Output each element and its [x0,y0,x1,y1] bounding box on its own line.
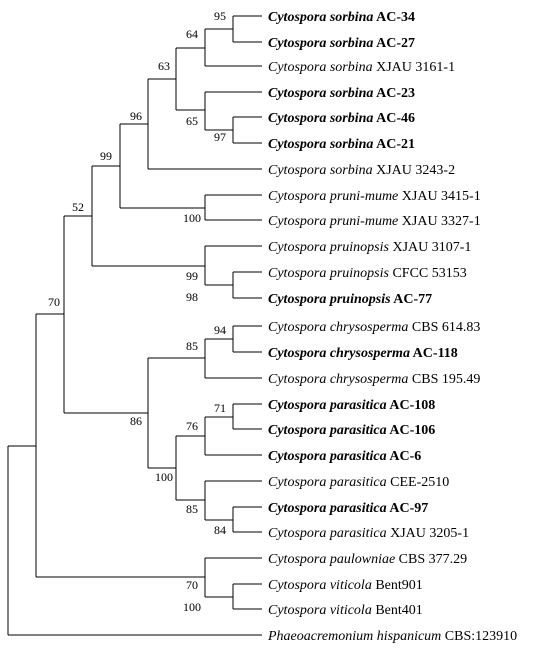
branch [63,215,148,414]
support-value: 71 [214,401,226,415]
support-value: 97 [214,130,226,144]
taxon-label: Cytospora parasitica AC-6 [268,449,421,464]
taxon-label: Cytospora chrysosperma AC-118 [268,346,458,361]
branch [232,15,262,43]
support-value: 98 [186,290,198,304]
support-value: 70 [186,578,198,592]
taxon-label: Cytospora pruni-mume XJAU 3327-1 [268,214,481,229]
support-value: 84 [214,523,226,537]
taxon-label: Cytospora viticola Bent901 [268,578,423,593]
tree-branches [7,15,262,636]
taxon-label: Cytospora parasitica CEE-2510 [268,475,449,490]
taxon-label: Phaeoacremonium hispanicum CBS:123910 [267,629,517,644]
support-value: 100 [183,600,201,614]
taxon-label: Cytospora pruinopsis AC-77 [268,292,432,307]
branch [232,116,262,144]
support-value: 63 [158,59,170,73]
taxon-label: Cytospora paulowniae CBS 377.29 [268,552,467,567]
support-value: 100 [155,470,173,484]
taxon-label: Cytospora sorbina AC-34 [268,10,415,25]
branch [232,583,262,610]
taxon-label: Cytospora pruinopsis XJAU 3107-1 [268,240,471,255]
taxon-label: Cytospora sorbina AC-23 [268,86,415,101]
branch [204,194,262,221]
support-value: 76 [186,419,198,433]
support-value: 64 [186,27,198,41]
taxon-label: Cytospora viticola Bent401 [268,603,423,618]
support-value: 100 [183,211,201,225]
taxon-label: Cytospora sorbina AC-27 [268,36,415,51]
support-value: 94 [214,323,226,337]
support-value: 99 [100,149,112,163]
support-value: 99 [186,269,198,283]
branch [119,123,205,209]
taxon-label: Cytospora sorbina XJAU 3243-2 [268,163,455,178]
support-value: 65 [186,114,198,128]
support-value: 52 [72,200,84,214]
taxon-label: Cytospora parasitica XJAU 3205-1 [268,526,469,541]
branch [35,313,205,578]
taxon-label: Cytospora pruni-mume XJAU 3415-1 [268,189,481,204]
support-value: 86 [130,414,142,428]
branch [232,271,262,299]
taxon-label: Cytospora sorbina AC-21 [268,137,415,152]
branch [7,445,262,636]
taxon-label: Cytospora parasitica AC-108 [268,398,435,413]
support-value: 85 [186,502,198,516]
taxon-label: Cytospora sorbina AC-46 [268,111,415,126]
branch [232,403,262,430]
branch [232,325,262,353]
support-values: 95 64 63 65 97 96 99 100 52 99 98 94 85 71 76 86 100 85 84… [48,9,226,614]
branch [204,91,262,131]
support-value: 85 [186,339,198,353]
taxon-label: Cytospora chrysosperma CBS 195.49 [268,372,480,387]
branch [232,506,262,533]
taxon-label: Cytospora pruinopsis CFCC 53153 [268,266,467,281]
support-value: 70 [48,295,60,309]
branch [175,47,205,111]
taxon-label: Cytospora sorbina XJAU 3161-1 [268,60,455,75]
taxon-label: Cytospora parasitica AC-106 [268,423,435,438]
support-value: 96 [130,109,142,123]
support-value: 95 [214,9,226,23]
branch [175,435,205,501]
taxon-label: Cytospora parasitica AC-97 [268,501,428,516]
taxon-label: Cytospora chrysosperma CBS 614.83 [268,320,480,335]
